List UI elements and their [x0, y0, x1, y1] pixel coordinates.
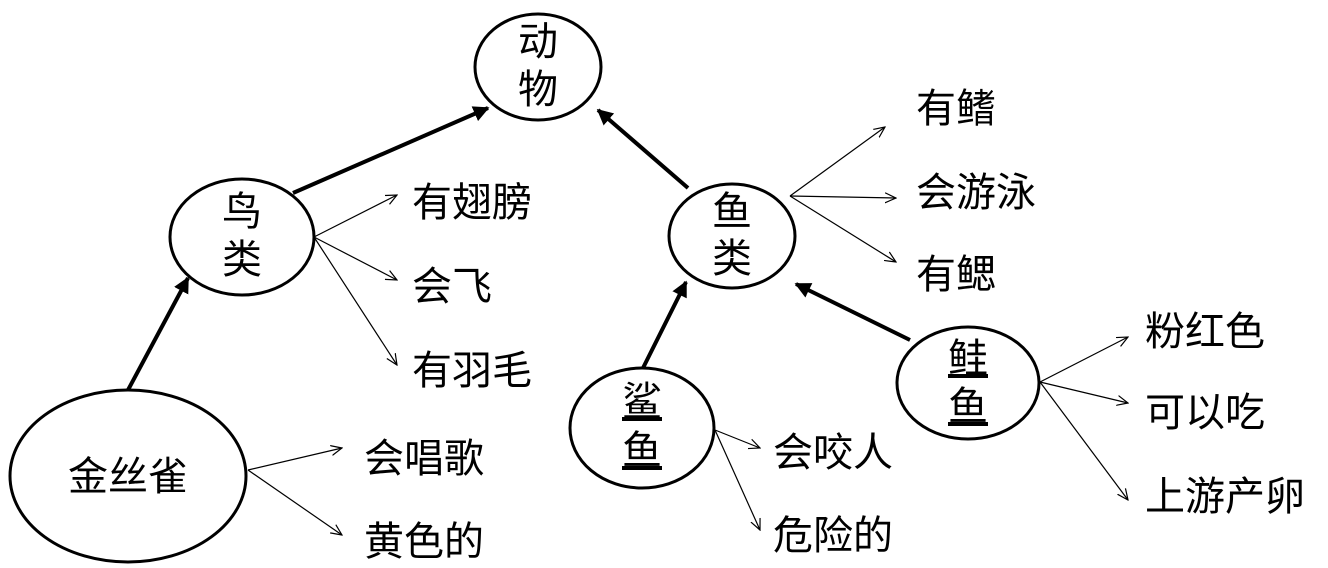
node-bird-line-1: 鸟 [222, 189, 262, 235]
edge-fish-prop-2 [789, 196, 896, 198]
edge-shark-to-fish [640, 280, 688, 371]
bird-property-3: 有羽毛 [412, 348, 532, 394]
node-animal-line-1: 动 [518, 19, 558, 65]
canary-property-2: 黄色的 [364, 519, 484, 565]
fish-property-2: 会游泳 [916, 170, 1036, 216]
edge-fish-prop-1 [789, 127, 885, 197]
edge-canary-prop-1 [247, 448, 342, 471]
canary-property-1: 会唱歌 [364, 436, 484, 482]
node-fish-line-1: 鱼 [712, 189, 752, 235]
bird-property-1: 有翅膀 [412, 180, 532, 226]
edge-salmon-prop-1 [1039, 337, 1128, 383]
edge-fish-to-animal [596, 108, 690, 190]
bird-property-2: 会飞 [412, 264, 492, 310]
edge-salmon-prop-2 [1039, 381, 1128, 403]
edge-fish-prop-3 [789, 195, 896, 262]
salmon-property-2: 可以吃 [1145, 390, 1265, 436]
edge-bird-prop-1 [313, 195, 397, 238]
node-fish-line-2: 类 [712, 236, 752, 282]
edge-bird-to-animal [292, 106, 490, 195]
edge-shark-prop-2 [714, 429, 760, 530]
node-canary-line-1: 金丝雀 [68, 454, 188, 500]
node-animal-line-2: 物 [518, 67, 558, 113]
node-salmon-line-2: 鱼 [948, 384, 988, 430]
node-canary: 金丝雀 [8, 388, 248, 564]
fish-property-1: 有鳍 [916, 86, 996, 132]
node-shark-line-1: 鲨 [622, 379, 662, 425]
edge-canary-prop-2 [247, 469, 342, 535]
edge-salmon-to-fish [794, 282, 911, 342]
edge-bird-prop-2 [313, 236, 397, 280]
node-shark-line-2: 鱼 [622, 428, 662, 474]
node-salmon: 鲑 鱼 [895, 325, 1041, 441]
edge-canary-to-bird [126, 276, 190, 391]
edge-bird-prop-3 [313, 236, 397, 365]
node-bird: 鸟 类 [168, 177, 316, 297]
fish-property-3: 有鳃 [916, 252, 996, 298]
salmon-property-1: 粉红色 [1145, 309, 1265, 355]
node-shark: 鲨 鱼 [568, 366, 716, 490]
node-bird-line-2: 类 [222, 237, 262, 283]
salmon-property-3: 上游产卵 [1145, 474, 1305, 520]
node-salmon-line-1: 鲑 [948, 336, 988, 382]
edge-salmon-prop-3 [1039, 381, 1128, 500]
node-animal: 动 物 [473, 12, 603, 122]
shark-property-1: 会咬人 [773, 430, 893, 476]
edge-shark-prop-1 [714, 429, 760, 448]
shark-property-2: 危险的 [773, 513, 893, 559]
node-fish: 鱼 类 [667, 182, 797, 290]
